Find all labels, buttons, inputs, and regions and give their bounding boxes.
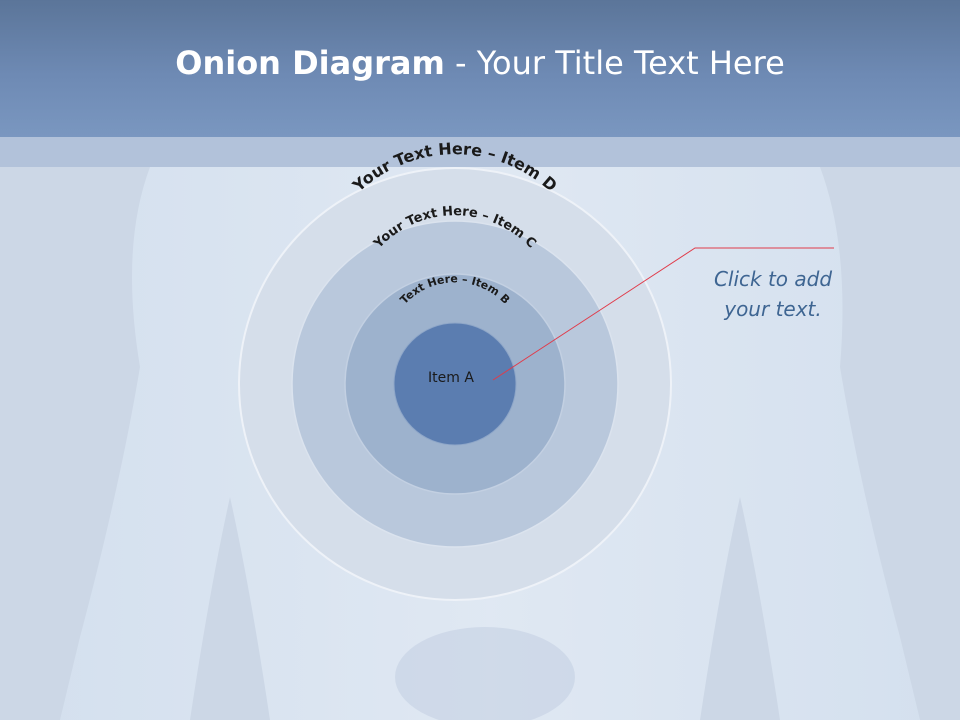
title-band [0,0,960,137]
title-bold-part: Onion Diagram [175,44,445,82]
title-rest-part: - Your Title Text Here [444,44,785,82]
layer-a-label: Item A [428,370,474,386]
title-sub-band [0,137,960,167]
callout-line-1: Click to add [713,267,833,291]
slide-title[interactable]: Onion Diagram - Your Title Text Here [0,44,960,82]
callout-connector-line [492,247,834,381]
layer-a-core[interactable] [393,322,517,446]
callout-text-placeholder[interactable]: Click to add your text. [690,264,856,324]
callout-line-2: your text. [724,297,822,321]
